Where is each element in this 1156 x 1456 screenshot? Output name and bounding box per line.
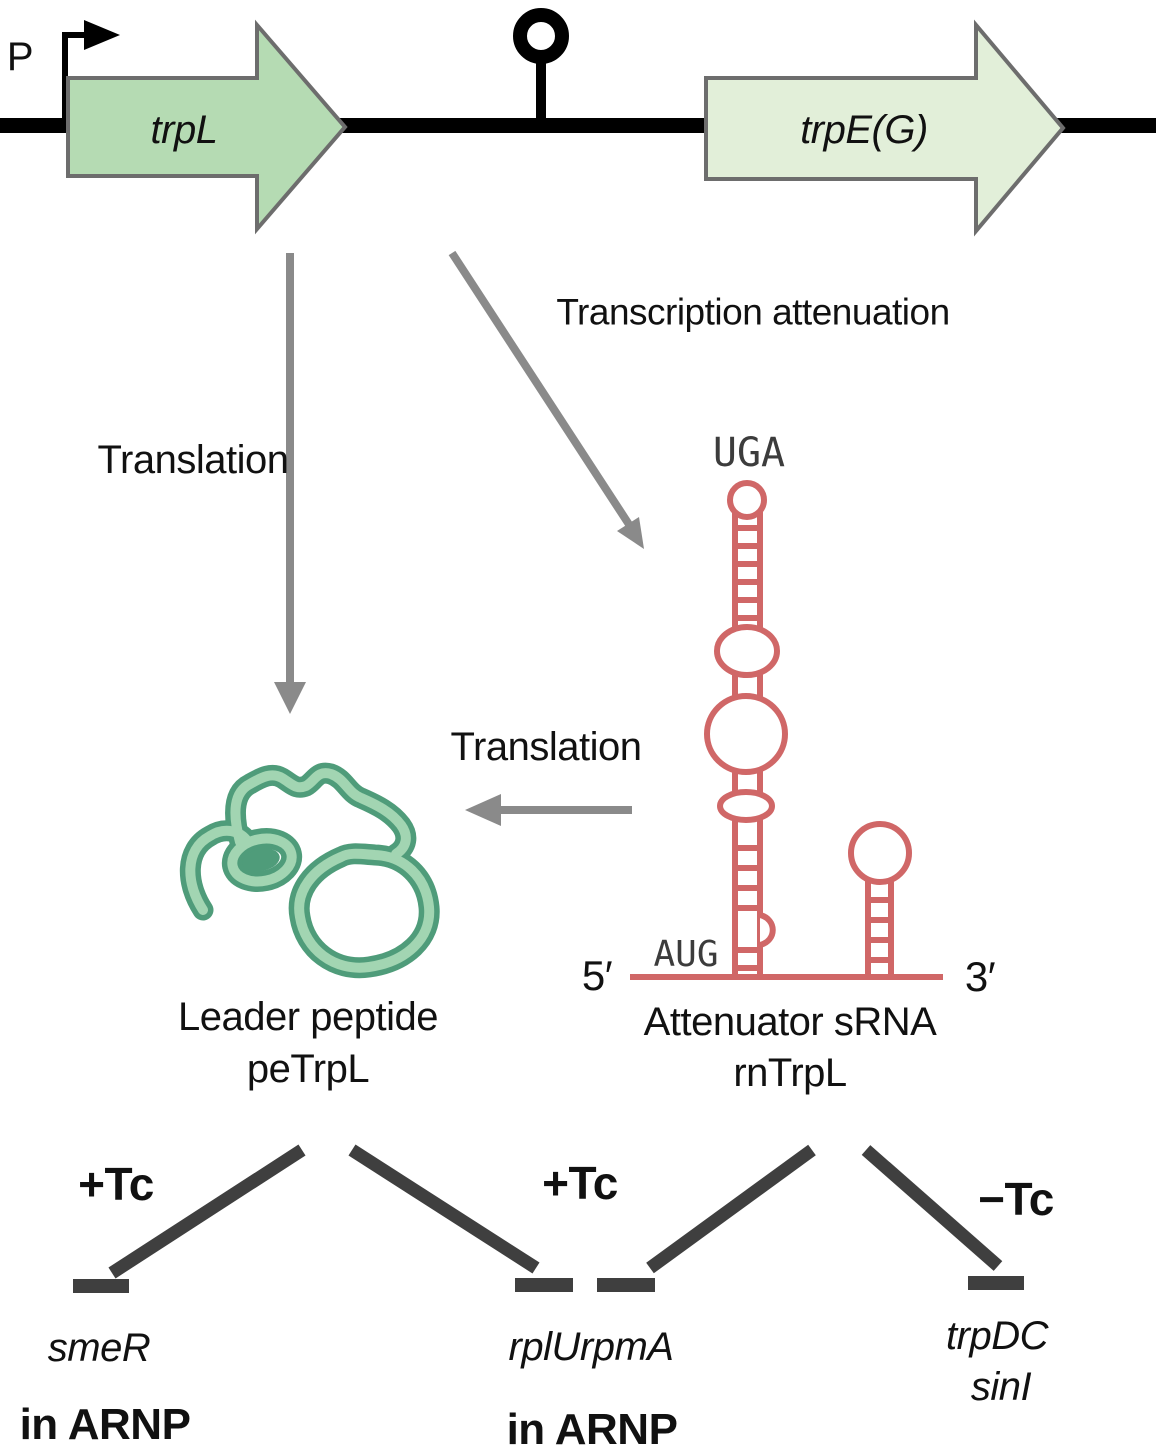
attenuation-label: Transcription attenuation bbox=[556, 291, 950, 333]
five-prime-label: 5′ bbox=[581, 952, 613, 999]
attenuation-arrow bbox=[448, 250, 644, 549]
srna-structure bbox=[630, 480, 943, 980]
trpe-gene-label: trpE(G) bbox=[800, 108, 928, 152]
inhibition-petrpl-smer bbox=[73, 1144, 306, 1293]
stop-codon-label: UGA bbox=[712, 430, 786, 476]
condition-right: −Tc bbox=[978, 1173, 1054, 1225]
inhibition-rntrpl-rplurpma bbox=[597, 1144, 816, 1292]
condition-left: +Tc bbox=[78, 1158, 154, 1210]
start-codon-label: AUG bbox=[653, 934, 719, 975]
target-smer: smeR bbox=[47, 1326, 151, 1370]
trpl-gene-arrow bbox=[66, 19, 348, 235]
condition-middle: +Tc bbox=[542, 1157, 618, 1209]
translation-arrow-left bbox=[465, 794, 632, 826]
promoter-label: P bbox=[6, 35, 34, 79]
inhibition-petrpl-rplurpma bbox=[348, 1144, 573, 1292]
inhibition-rntrpl-trpdc bbox=[861, 1145, 1024, 1290]
context-middle: in ARNP bbox=[506, 1405, 678, 1454]
target-sini: sinI bbox=[970, 1365, 1032, 1409]
target-trpdc: trpDC bbox=[946, 1314, 1048, 1358]
target-rplurpma: rplUrpmA bbox=[508, 1325, 674, 1369]
three-prime-label: 3′ bbox=[964, 953, 996, 1000]
trpl-gene-label: trpL bbox=[150, 108, 218, 152]
inhibition-lines bbox=[73, 1144, 1024, 1293]
terminator-icon bbox=[513, 8, 569, 122]
translation-mid-label: Translation bbox=[450, 725, 642, 769]
promoter-icon bbox=[62, 20, 120, 131]
context-left: in ARNP bbox=[19, 1400, 191, 1449]
srna-title: Attenuator sRNA bbox=[643, 1000, 937, 1044]
translation-arrow-down bbox=[274, 253, 306, 714]
leader-peptide-illustration bbox=[179, 762, 440, 979]
translation-left-label: Translation bbox=[97, 438, 289, 482]
peptide-title: Leader peptide bbox=[178, 995, 438, 1039]
srna-name: rnTrpL bbox=[733, 1051, 847, 1095]
peptide-name: peTrpL bbox=[246, 1047, 370, 1091]
trpe-gene-arrow bbox=[704, 19, 1066, 237]
